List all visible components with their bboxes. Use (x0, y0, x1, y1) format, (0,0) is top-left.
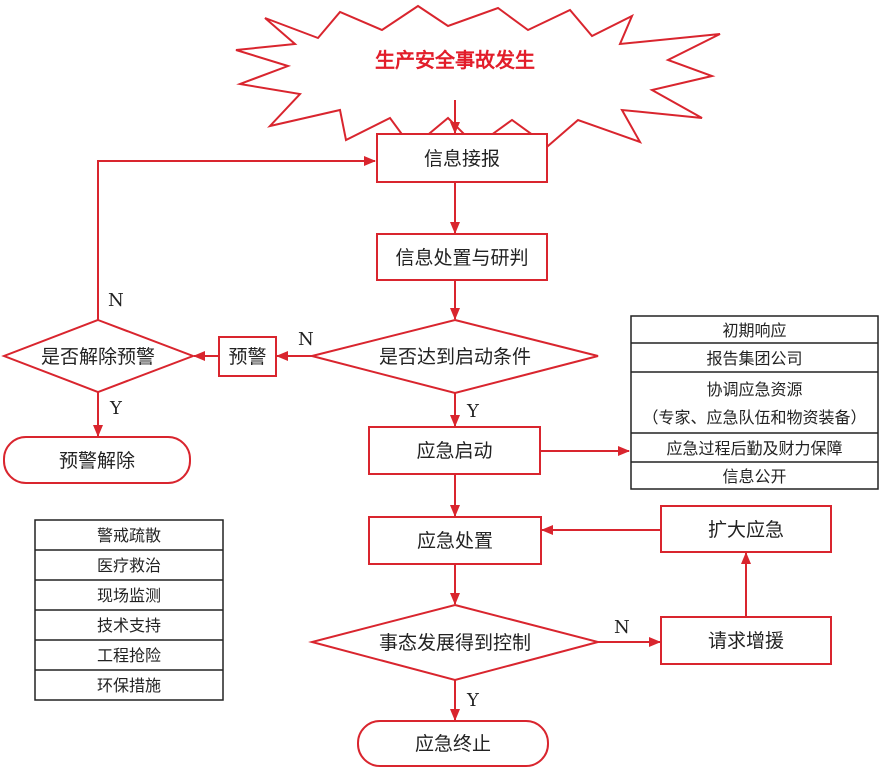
warning-label: 预警 (228, 346, 266, 368)
response-item: 报告集团公司 (706, 349, 802, 368)
response-list-frame (630, 315, 879, 490)
node-info-process: 信息处置与研判 (376, 233, 548, 281)
response-item: （专家、应急队伍和物资装备） (642, 408, 866, 427)
branch-labels: N Y N Y N Y (108, 290, 630, 711)
emergency-start-box (368, 426, 541, 475)
label-n-cancel: N (108, 290, 124, 311)
controlled-diamond (308, 603, 602, 682)
start-label: 生产安全事故发生 (375, 48, 535, 72)
measure-item: 工程抢险 (97, 646, 161, 665)
response-list: 初期响应 报告集团公司 协调应急资源 （专家、应急队伍和物资装备） 应急过程后勤… (630, 315, 879, 490)
measure-item: 环保措施 (97, 676, 161, 695)
cancel-warning-label: 是否解除预警 (41, 346, 155, 368)
emergency-start-label: 应急启动 (416, 440, 492, 462)
label-y-controlled: Y (466, 690, 480, 711)
connectors (93, 100, 751, 721)
warning-box (218, 336, 277, 377)
expand-emergency-label: 扩大应急 (708, 519, 784, 541)
measure-item: 医疗救治 (97, 556, 161, 575)
burst-shape (235, 4, 721, 150)
start-burst: 生产安全事故发生 (235, 4, 721, 150)
node-emergency-handle: 应急处置 (368, 516, 542, 565)
label-y-condition: Y (466, 401, 480, 422)
response-item: 初期响应 (722, 321, 786, 340)
response-item: 信息公开 (722, 467, 786, 486)
info-receive-box (376, 133, 548, 183)
label-y-cancel: Y (109, 398, 123, 419)
node-cancel-warning-q: 是否解除预警 (1, 318, 196, 394)
node-info-receive: 信息接报 (376, 133, 548, 183)
node-warning: 预警 (218, 336, 277, 377)
measure-item: 现场监测 (97, 586, 161, 605)
emergency-end-box (357, 720, 549, 767)
emergency-handle-box (368, 516, 542, 565)
warning-cancelled-box (3, 436, 191, 484)
start-condition-diamond (311, 318, 599, 395)
warning-cancelled-label: 预警解除 (59, 450, 135, 472)
arrow-cancel-q-back-to-receive (97, 156, 376, 320)
emergency-handle-label: 应急处置 (417, 530, 493, 552)
request-support-box (660, 616, 832, 665)
node-request-support: 请求增援 (660, 616, 832, 665)
node-start-condition: 是否达到启动条件 (311, 318, 599, 395)
response-item: 应急过程后勤及财力保障 (666, 439, 842, 458)
cancel-warning-diamond (1, 318, 196, 394)
measure-item: 警戒疏散 (97, 526, 161, 545)
node-warning-cancelled: 预警解除 (3, 436, 191, 484)
node-controlled-q: 事态发展得到控制 (308, 603, 602, 682)
label-n-controlled: N (614, 617, 630, 638)
request-support-label: 请求增援 (708, 630, 784, 652)
emergency-end-label: 应急终止 (415, 733, 491, 755)
info-process-label: 信息处置与研判 (395, 247, 528, 269)
node-expand-emergency: 扩大应急 (660, 505, 832, 553)
response-item: 协调应急资源 (706, 380, 802, 399)
expand-emergency-box (660, 505, 832, 553)
node-emergency-start: 应急启动 (368, 426, 541, 475)
info-process-box (376, 233, 548, 281)
label-n-condition: N (298, 329, 314, 350)
controlled-label: 事态发展得到控制 (379, 632, 531, 654)
start-condition-label: 是否达到启动条件 (379, 346, 531, 368)
measures-list: 警戒疏散 医疗救治 现场监测 技术支持 工程抢险 环保措施 (34, 519, 224, 701)
node-emergency-end: 应急终止 (357, 720, 549, 767)
measure-item: 技术支持 (97, 616, 161, 635)
info-receive-label: 信息接报 (424, 148, 500, 170)
